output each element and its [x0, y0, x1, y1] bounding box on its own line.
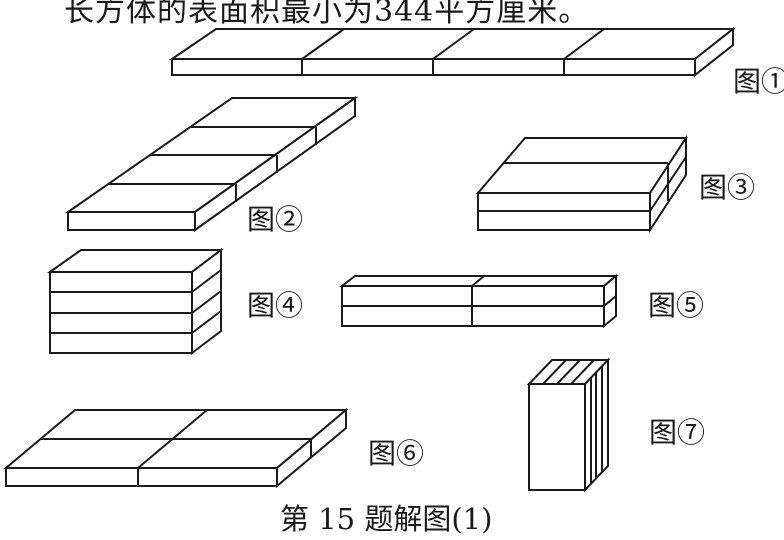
label-figure-4: 图④	[247, 289, 304, 322]
label-figure-7: 图⑦	[649, 416, 706, 449]
label-figure-3: 图③	[699, 171, 756, 204]
figure-3-block-stack	[475, 134, 688, 234]
figure-caption: 第 15 题解图(1)	[280, 502, 493, 536]
label-figure-5: 图⑤	[648, 289, 705, 322]
figure-2-block-depth	[64, 96, 359, 232]
figure-6-block-slab	[3, 407, 349, 489]
top-text-line: 长方体的表面积最小为344平方厘米。	[64, 0, 590, 29]
figure-1-block-row	[168, 26, 736, 78]
figure-7-block-upright	[526, 357, 611, 493]
figure-4-block-tower	[46, 247, 224, 356]
label-figure-2: 图②	[247, 203, 304, 236]
label-figure-1: 图①	[733, 65, 784, 98]
figure-5-block-wall	[339, 273, 619, 329]
label-figure-6: 图⑥	[368, 437, 425, 470]
